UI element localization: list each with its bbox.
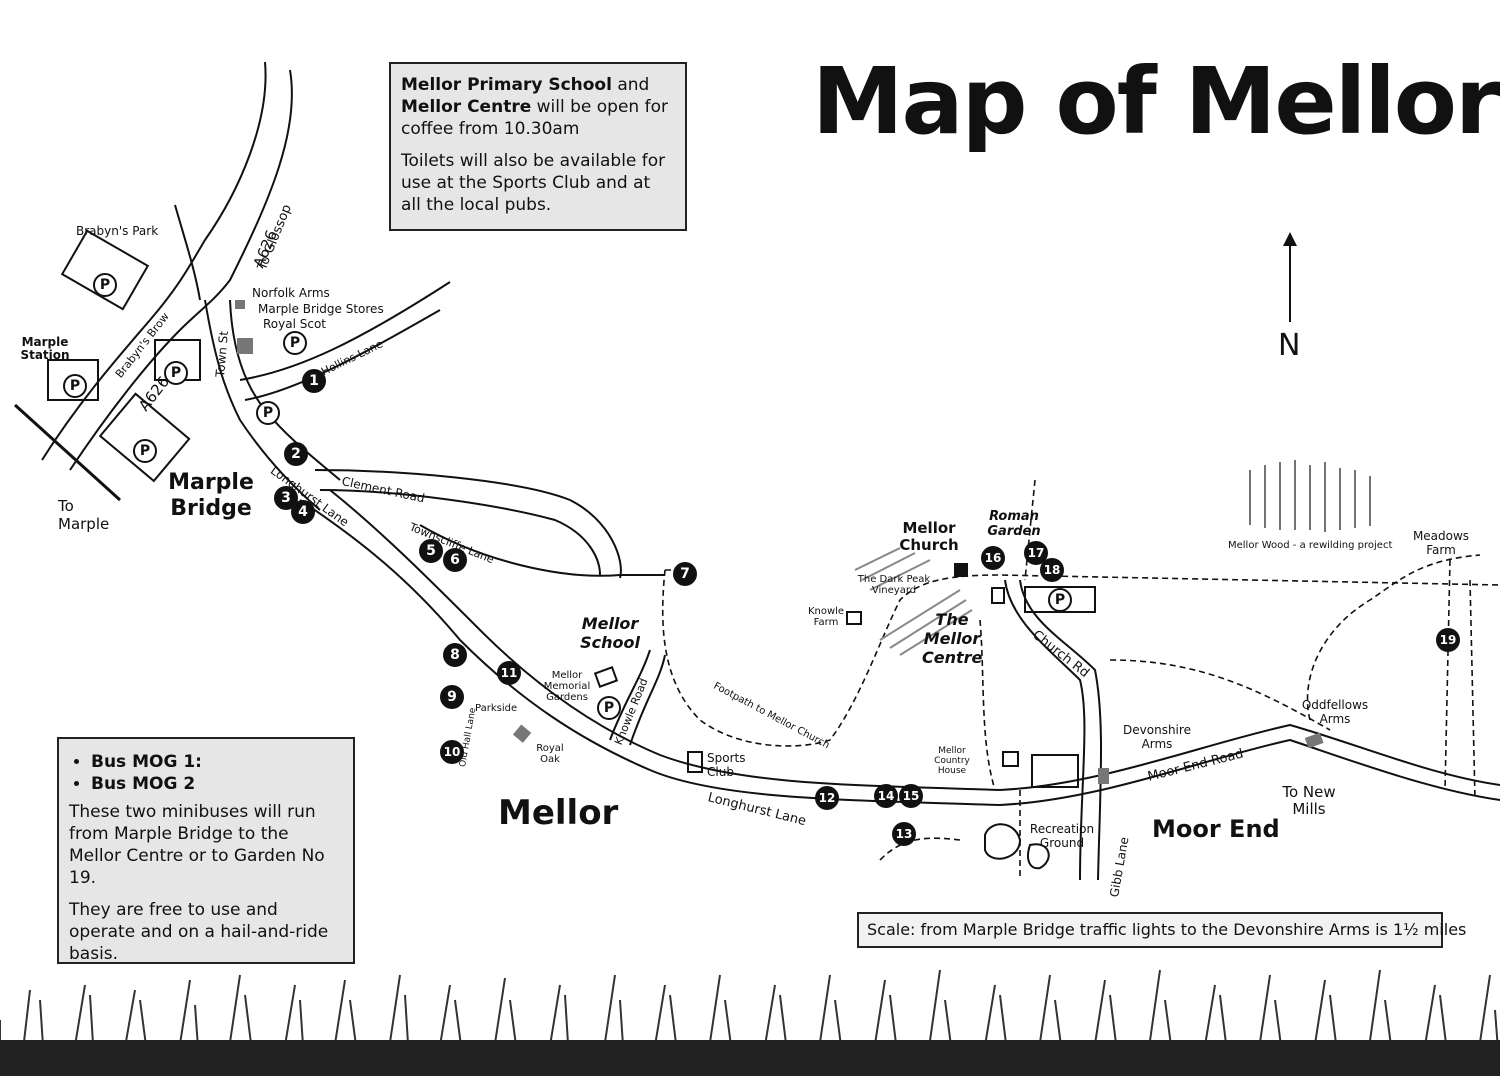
garden-marker-12[interactable]: 12 — [815, 786, 839, 810]
label-royal-oak: Royal Oak — [536, 743, 564, 765]
garden-marker-5[interactable]: 5 — [419, 539, 443, 563]
info-open: will be open for coffee from 10.30am — [401, 97, 668, 139]
road-longhurst-lane — [299, 499, 1500, 807]
info-toilets: Toilets will also be available for use a… — [401, 151, 666, 215]
road-label-parkside: Parkside — [475, 703, 518, 714]
label-oddfellows-arms: Oddfellows Arms — [1301, 698, 1369, 726]
garden-marker-10[interactable]: 10 — [440, 740, 464, 764]
garden-marker-16[interactable]: 16 — [981, 546, 1005, 570]
bus-text-1: These two minibuses will run from Marple… — [69, 802, 325, 888]
info-box: Mellor Primary School and Mellor Centre … — [389, 62, 687, 231]
bus-item-1: Bus MOG 1: — [91, 751, 343, 773]
bus-text-2: They are free to use and operate and on … — [69, 900, 329, 964]
parking-icon: P — [164, 361, 188, 385]
place-marple-bridge: Marple Bridge — [168, 470, 254, 521]
garden-marker-9[interactable]: 9 — [440, 685, 464, 709]
info-centre: Mellor Centre — [401, 97, 532, 117]
map-title: Map of Mellor — [812, 48, 1500, 155]
label-royal-scot: Royal Scot — [263, 317, 327, 331]
road-church-rd — [1004, 579, 1086, 881]
garden-marker-13[interactable]: 13 — [892, 822, 916, 846]
road-town-st — [204, 299, 321, 511]
parking-icon: P — [283, 331, 307, 355]
label-to-marple: To Marple — [58, 497, 110, 533]
label-recreation-ground: Recreation Ground — [1029, 822, 1095, 850]
label-roman-garden: Roman Garden — [987, 509, 1041, 539]
label-marple-bridge-stores: Marple Bridge Stores — [258, 302, 384, 316]
bus-box: Bus MOG 1: Bus MOG 2 These two minibuses… — [57, 737, 355, 964]
north-arrow — [1283, 232, 1297, 322]
label-knowle-farm: Knowle Farm — [807, 606, 845, 628]
parking-icon: P — [1048, 588, 1072, 612]
label-marple-station: Marple Station — [20, 335, 70, 362]
parking-icon: P — [93, 273, 117, 297]
info-school: Mellor Primary School — [401, 75, 612, 95]
garden-marker-1[interactable]: 1 — [302, 369, 326, 393]
garden-marker-11[interactable]: 11 — [497, 661, 521, 685]
label-meadows-farm: Meadows Farm — [1412, 529, 1470, 557]
info-and: and — [611, 75, 650, 95]
garden-marker-15[interactable]: 15 — [899, 784, 923, 808]
scale-box: Scale: from Marple Bridge traffic lights… — [857, 912, 1466, 948]
garden-marker-4[interactable]: 4 — [291, 500, 315, 524]
label-sports-club: Sports Club — [707, 751, 746, 779]
label-brabyns-park: Brabyn's Park — [76, 224, 159, 238]
label-to-new-mills: To New Mills — [1282, 783, 1336, 818]
parking-icon: P — [256, 401, 280, 425]
label-mellor-centre: The Mellor Centre — [922, 610, 983, 667]
place-moor-end: Moor End — [1152, 815, 1280, 843]
label-mellor-school: Mellor School — [580, 614, 640, 652]
garden-marker-18[interactable]: 18 — [1040, 558, 1064, 582]
label-mellor-church: Mellor Church — [899, 519, 959, 554]
label-norfolk-arms: Norfolk Arms — [252, 286, 330, 300]
bus-item-2: Bus MOG 2 — [91, 773, 343, 795]
label-dark-peak-vineyard: The Dark Peak Vineyard — [857, 574, 931, 596]
garden-marker-14[interactable]: 14 — [874, 784, 898, 808]
label-devonshire-arms: Devonshire Arms — [1123, 723, 1191, 751]
road-a626-north — [41, 61, 267, 461]
garden-marker-6[interactable]: 6 — [443, 548, 467, 572]
label-mellor-memorial-gardens: Mellor Memorial Gardens — [543, 670, 591, 703]
parking-icon: P — [133, 439, 157, 463]
garden-marker-2[interactable]: 2 — [284, 442, 308, 466]
garden-marker-7[interactable]: 7 — [673, 562, 697, 586]
parking-icon: P — [63, 374, 87, 398]
garden-marker-8[interactable]: 8 — [443, 643, 467, 667]
label-mellor-country-house: Mellor Country House — [934, 746, 970, 776]
garden-marker-19[interactable]: 19 — [1436, 628, 1460, 652]
place-mellor: Mellor — [498, 793, 619, 833]
grass-border — [0, 969, 1500, 1076]
parking-icon: P — [597, 696, 621, 720]
north-label: N — [1278, 328, 1301, 363]
label-mellor-wood: Mellor Wood - a rewilding project — [1228, 540, 1393, 551]
